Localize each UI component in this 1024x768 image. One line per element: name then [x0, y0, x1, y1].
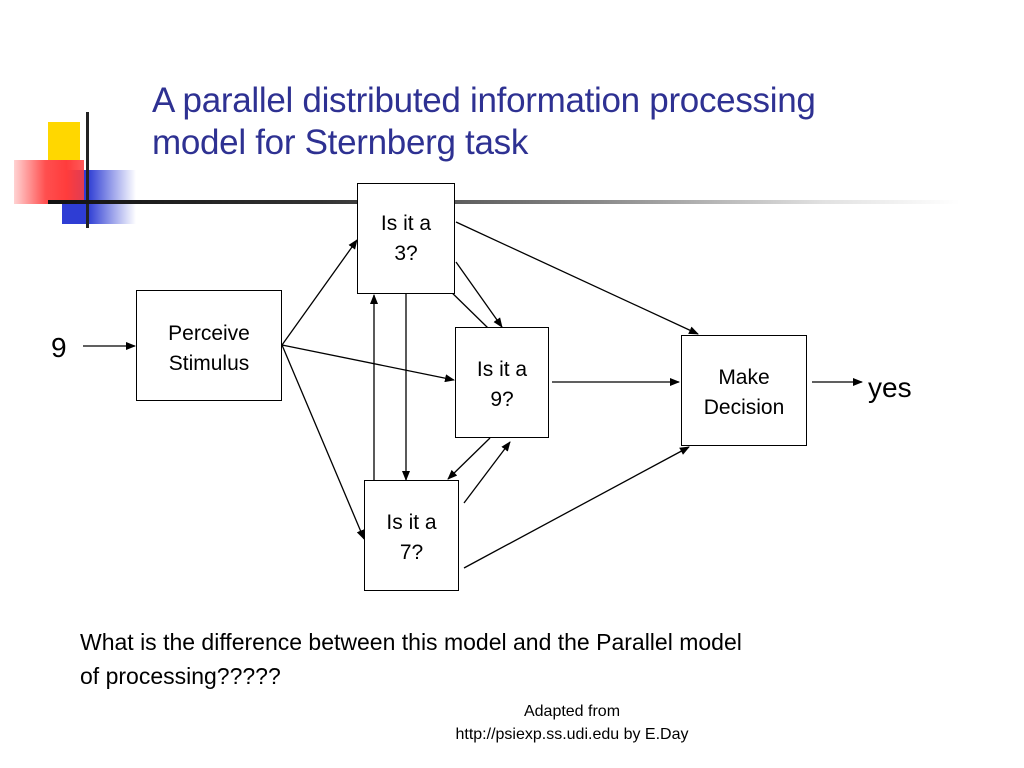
node3-line-2: 3?	[394, 242, 418, 265]
question-text: What is the difference between this mode…	[80, 625, 920, 693]
arrow-node9-to-node7	[447, 437, 491, 480]
arrow-node7-to-node9	[463, 441, 511, 504]
arrow-perceive-to-node3	[281, 239, 358, 346]
node7-line-1: Is it a	[386, 511, 437, 534]
decor-vertical-rule	[86, 112, 89, 228]
node-is-it-7: Is it a 7?	[364, 480, 459, 591]
output-label: yes	[868, 372, 912, 403]
arrow-perceive-to-node9	[281, 344, 455, 383]
perceive-stimulus-box: Perceive Stimulus	[136, 290, 282, 401]
decision-line-1: Make	[718, 366, 770, 389]
decor-horizontal-rule	[48, 200, 960, 204]
arrow-perceive-to-node7	[281, 344, 365, 540]
perceive-line-1: Perceive	[168, 322, 250, 345]
question-line-2: of processing?????	[80, 663, 281, 689]
node3-line-1: Is it a	[380, 212, 432, 235]
input-label: 9	[51, 332, 67, 363]
title-line-1: A parallel distributed information proce…	[152, 81, 816, 120]
arrow-node3-to-node9	[455, 261, 503, 328]
make-decision-box: Make Decision	[681, 335, 807, 446]
perceive-line-2: Stimulus	[168, 352, 250, 375]
node9-line-2: 9?	[490, 388, 514, 411]
arrow-node7-to-decision	[463, 446, 690, 569]
source-line-1: Adapted from	[523, 703, 621, 720]
decision-line-2: Decision	[703, 396, 785, 419]
node9-line-1: Is it a	[476, 358, 528, 381]
source-line-2: http://psiexp.ss.udi.edu by E.Day	[455, 726, 689, 743]
decor-red-square	[14, 160, 84, 204]
source-attribution: Adapted from http://psiexp.ss.udi.edu by…	[400, 700, 744, 746]
node-is-it-3: Is it a 3?	[357, 183, 455, 294]
arrow-node3-to-decision	[455, 221, 699, 335]
slide-title: A parallel distributed information proce…	[152, 80, 972, 164]
node-is-it-9: Is it a 9?	[455, 327, 549, 438]
title-line-2: model for Sternberg task	[152, 123, 529, 162]
node7-line-2: 7?	[399, 541, 424, 564]
question-line-1: What is the difference between this mode…	[80, 629, 742, 655]
decor-yellow-square	[48, 122, 80, 160]
